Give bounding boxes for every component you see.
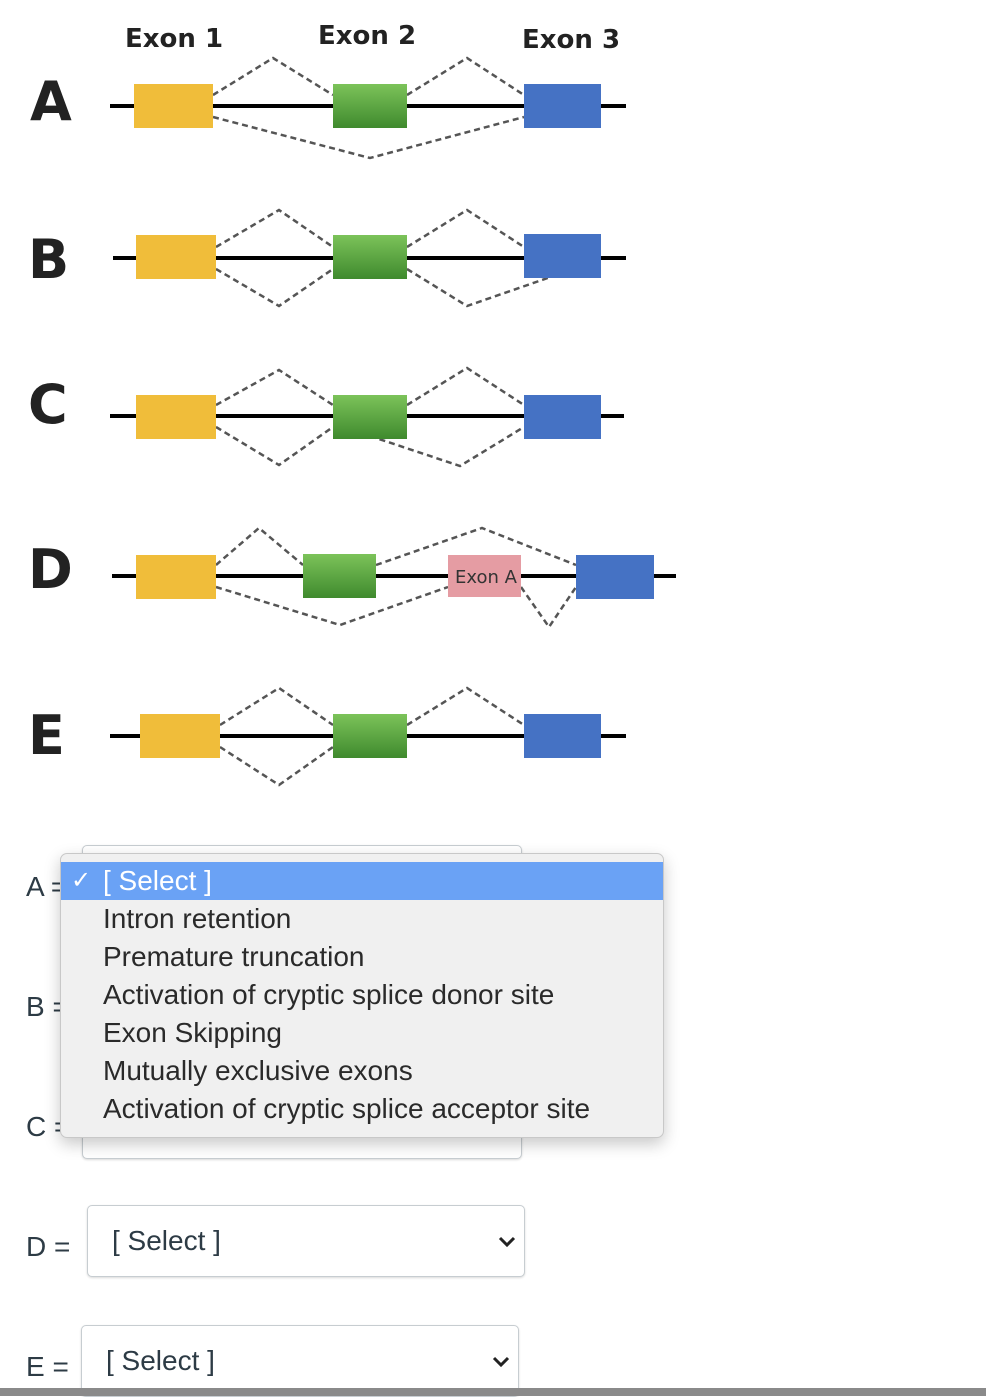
dropdown-option-label: Premature truncation [103, 941, 365, 972]
exon3-box [524, 395, 601, 439]
exon1-header: Exon 1 [125, 24, 223, 54]
row-e-diagram: E [28, 686, 626, 787]
dropdown-option-intron-retention[interactable]: Intron retention [61, 900, 663, 938]
row-c-diagram: C [28, 366, 624, 468]
row-letter-b: B [28, 228, 69, 291]
dropdown-option-mutually-exclusive[interactable]: Mutually exclusive exons [61, 1052, 663, 1090]
exon3-box [524, 84, 601, 128]
question-d-label: D = [26, 1231, 71, 1262]
select-a-dropdown-menu: ✓ [ Select ] Intron retention Premature … [60, 853, 664, 1138]
dropdown-option-label: Activation of cryptic splice acceptor si… [103, 1093, 591, 1124]
splicing-diagram: Exon 1 Exon 2 Exon 3 A B C D [28, 21, 676, 787]
row-d-diagram: D Exon A [28, 526, 676, 630]
exon3-box [524, 234, 601, 278]
exon-a-box [448, 555, 521, 597]
dropdown-option-label: Activation of cryptic splice donor site [103, 979, 555, 1010]
dropdown-option-exon-skipping[interactable]: Exon Skipping [61, 1014, 663, 1052]
dropdown-option-cryptic-donor[interactable]: Activation of cryptic splice donor site [61, 976, 663, 1014]
exon1-box [136, 235, 216, 279]
dropdown-option-label: Intron retention [103, 903, 292, 934]
bottom-divider [0, 1388, 986, 1396]
dropdown-option-select[interactable]: ✓ [ Select ] [61, 862, 663, 900]
dropdown-option-label: Exon Skipping [103, 1017, 283, 1048]
exon1-box [140, 714, 220, 758]
dropdown-option-label: [ Select ] [103, 865, 212, 896]
chevron-down-icon [498, 1236, 516, 1248]
row-letter-e: E [28, 704, 65, 767]
exon1-box [136, 555, 216, 599]
exon-a-label: Exon A [455, 567, 518, 588]
exon3-header: Exon 3 [522, 25, 620, 55]
row-a-diagram: A [30, 56, 626, 160]
exon3-box [576, 555, 654, 599]
exon2-box [333, 84, 407, 128]
exon1-box [134, 84, 213, 128]
row-b-diagram: B [28, 208, 626, 308]
row-letter-a: A [30, 70, 72, 133]
question-e-label: E = [26, 1351, 69, 1382]
row-letter-d: D [28, 538, 73, 601]
exon2-box [303, 554, 376, 598]
row-letter-c: C [28, 373, 68, 436]
select-e-value: [ Select ] [106, 1345, 215, 1376]
exon2-box [333, 714, 407, 758]
dropdown-option-cryptic-acceptor[interactable]: Activation of cryptic splice acceptor si… [61, 1090, 663, 1128]
dropdown-option-label: Mutually exclusive exons [103, 1055, 413, 1086]
select-d[interactable]: [ Select ] [87, 1205, 525, 1277]
chevron-down-icon [492, 1356, 510, 1368]
checkmark-icon: ✓ [71, 867, 92, 894]
dropdown-option-premature-truncation[interactable]: Premature truncation [61, 938, 663, 976]
exon3-box [524, 714, 601, 758]
select-d-value: [ Select ] [112, 1225, 221, 1256]
select-e[interactable]: [ Select ] [81, 1325, 519, 1397]
exon2-header: Exon 2 [318, 21, 416, 51]
exon2-box [333, 395, 407, 439]
exon2-box [333, 235, 407, 279]
exon1-box [136, 395, 216, 439]
